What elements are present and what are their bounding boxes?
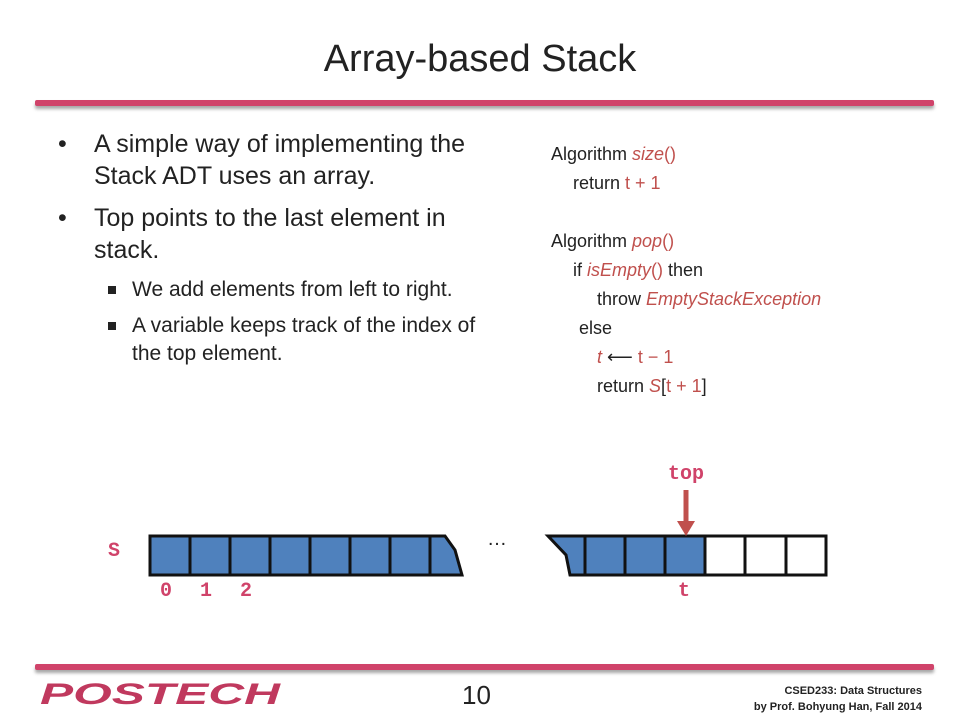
algo-keyword: throw	[597, 289, 647, 309]
algo-size-header: Algorithm size()	[551, 140, 821, 169]
bullet-item: • Top points to the last element in stac…	[58, 202, 508, 266]
sub-bullet-item: We add elements from left to right.	[58, 276, 508, 304]
top-label: top	[668, 463, 705, 486]
array-right-segment	[544, 534, 828, 577]
credit-line: by Prof. Bohyung Han, Fall 2014	[753, 701, 922, 713]
bullet-list: • A simple way of implementing the Stack…	[58, 128, 508, 376]
algo-bracket: ]	[701, 376, 707, 396]
algo-bracket: [	[661, 376, 667, 396]
logo-text: POSTECH	[40, 680, 282, 708]
bullet-dot-icon: •	[58, 204, 67, 232]
algo-function-call: isEmpty	[587, 260, 652, 280]
algo-pop-throw: throw EmptyStackException	[551, 285, 821, 314]
bullet-text: A simple way of implementing the Stack A…	[94, 130, 466, 190]
index-label: 2	[240, 580, 253, 603]
algo-keyword: if	[573, 260, 588, 280]
sub-bullet-text: We add elements from left to right.	[132, 278, 453, 301]
algo-size-return: return t + 1	[551, 169, 821, 198]
algo-keyword: return	[597, 376, 650, 396]
algo-pop-assign: t ⟵ t − 1	[551, 343, 821, 372]
algo-variable: t	[597, 347, 603, 367]
square-bullet-icon	[108, 286, 116, 294]
bullet-dot-icon: •	[58, 130, 67, 158]
algo-pop-else: else	[579, 318, 613, 338]
algo-pop-header: Algorithm pop()	[551, 227, 821, 256]
algo-keyword: then	[663, 260, 704, 280]
algo-function-name: size	[632, 144, 665, 164]
course-credit: CSED233: Data Structures by Prof. Bohyun…	[754, 683, 922, 715]
credit-line: CSED233: Data Structures	[784, 685, 922, 697]
square-bullet-icon	[108, 322, 116, 330]
algo-keyword: Algorithm	[551, 231, 633, 251]
algo-expression: t − 1	[637, 347, 674, 367]
algo-expression: t + 1	[666, 376, 702, 396]
algo-keyword: Algorithm	[551, 144, 633, 164]
sub-bullet-text: A variable keeps track of the index of t…	[132, 314, 476, 365]
array-left-segment	[148, 534, 464, 577]
ellipsis: …	[487, 528, 507, 550]
algo-function-name: pop	[632, 231, 663, 251]
array-label: S	[108, 540, 121, 563]
postech-logo: POSTECH	[40, 680, 282, 708]
algo-exception-name: EmptyStackException	[646, 289, 822, 309]
algo-parens: ()	[651, 260, 664, 280]
page-number: 10	[462, 680, 491, 710]
bullet-text: Top points to the last element in stack.	[94, 204, 446, 264]
index-label: 0	[160, 580, 173, 603]
title-divider	[35, 100, 934, 106]
algo-parens: ()	[664, 144, 677, 164]
slide-title: Array-based Stack	[323, 38, 637, 80]
algorithm-block: Algorithm size() return t + 1 Algorithm …	[551, 140, 821, 401]
algo-array-name: S	[649, 376, 662, 396]
algo-keyword: return	[573, 173, 626, 193]
sub-bullet-item: A variable keeps track of the index of t…	[58, 312, 508, 368]
bullet-item: • A simple way of implementing the Stack…	[58, 128, 508, 192]
algo-arrow: ⟵	[602, 347, 638, 367]
top-pointer-arrow-icon	[677, 490, 695, 536]
algo-expression: t + 1	[625, 173, 661, 193]
algo-parens: ()	[662, 231, 675, 251]
t-index-label: t	[678, 580, 691, 603]
algo-pop-if: if isEmpty() then	[551, 256, 821, 285]
footer-divider	[35, 664, 934, 670]
algo-pop-return: return S[t + 1]	[551, 372, 821, 401]
index-label: 1	[200, 580, 213, 603]
